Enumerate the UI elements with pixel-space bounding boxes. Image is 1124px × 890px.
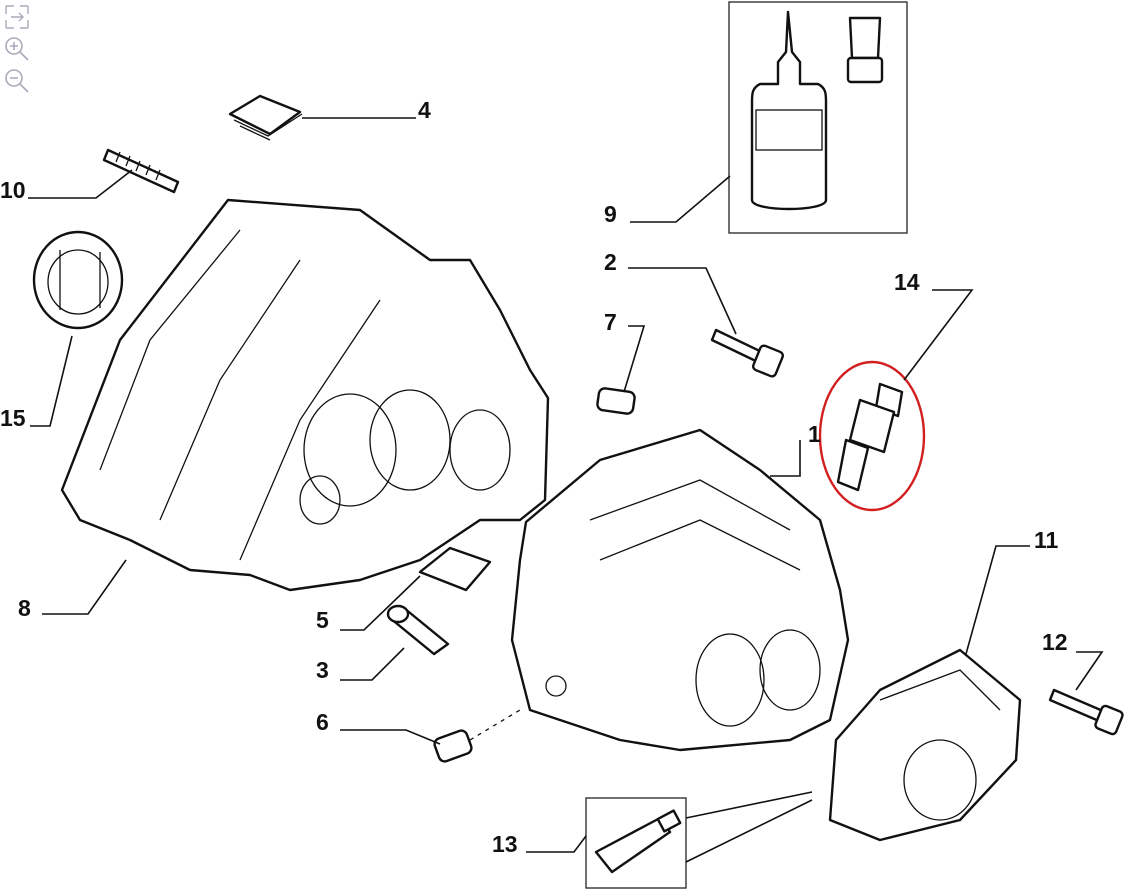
- part-3-dowel[interactable]: [386, 604, 450, 656]
- part-14-sensor[interactable]: [836, 382, 904, 492]
- callout-14: 14: [894, 269, 920, 295]
- zoom-out-icon: [5, 69, 29, 93]
- callout-5: 5: [316, 607, 329, 633]
- part-6-plug[interactable]: [433, 729, 473, 763]
- zoom-in-icon: [5, 37, 29, 61]
- callout-6: 6: [316, 709, 329, 735]
- part-15-bearing[interactable]: [32, 230, 124, 330]
- part-12-bolt[interactable]: [1048, 688, 1124, 736]
- expand-icon: [5, 5, 29, 29]
- zoom-in-button[interactable]: [2, 34, 32, 64]
- part-4-cover-plate[interactable]: [228, 94, 303, 141]
- part-13-grease-tube[interactable]: [585, 797, 687, 889]
- part-9-sealant-kit[interactable]: [728, 1, 908, 234]
- zoom-out-button[interactable]: [2, 66, 32, 96]
- callout-3: 3: [316, 657, 329, 683]
- callout-1: 1: [808, 421, 821, 447]
- part-11-end-cover[interactable]: [828, 648, 1022, 842]
- callout-10: 10: [0, 177, 26, 203]
- part-1-gearbox-case[interactable]: [510, 428, 850, 752]
- part-2-bolt[interactable]: [710, 328, 784, 378]
- callout-11: 11: [1034, 527, 1059, 553]
- expand-button[interactable]: [2, 2, 32, 32]
- highlight-ring: [818, 360, 926, 512]
- part-5-gasket[interactable]: [418, 546, 492, 592]
- callout-9: 9: [604, 201, 617, 227]
- callout-7: 7: [604, 309, 617, 335]
- callout-12: 12: [1042, 629, 1068, 655]
- callout-4: 4: [418, 97, 431, 123]
- callout-2: 2: [604, 249, 617, 275]
- part-8-clutch-housing[interactable]: [60, 198, 550, 592]
- callout-labels: 1 2 3 4 5 6 7 8 9 10 11 12 13 14 15: [0, 97, 1068, 857]
- assembly-dash-line: [469, 709, 521, 741]
- callout-13: 13: [492, 831, 518, 857]
- leader-lines: [28, 117, 1104, 863]
- part-7-plug[interactable]: [596, 387, 636, 415]
- callout-15: 15: [0, 405, 26, 431]
- part-10-stud[interactable]: [102, 148, 180, 194]
- viewer-toolbar: [2, 2, 34, 98]
- callout-8: 8: [18, 595, 31, 621]
